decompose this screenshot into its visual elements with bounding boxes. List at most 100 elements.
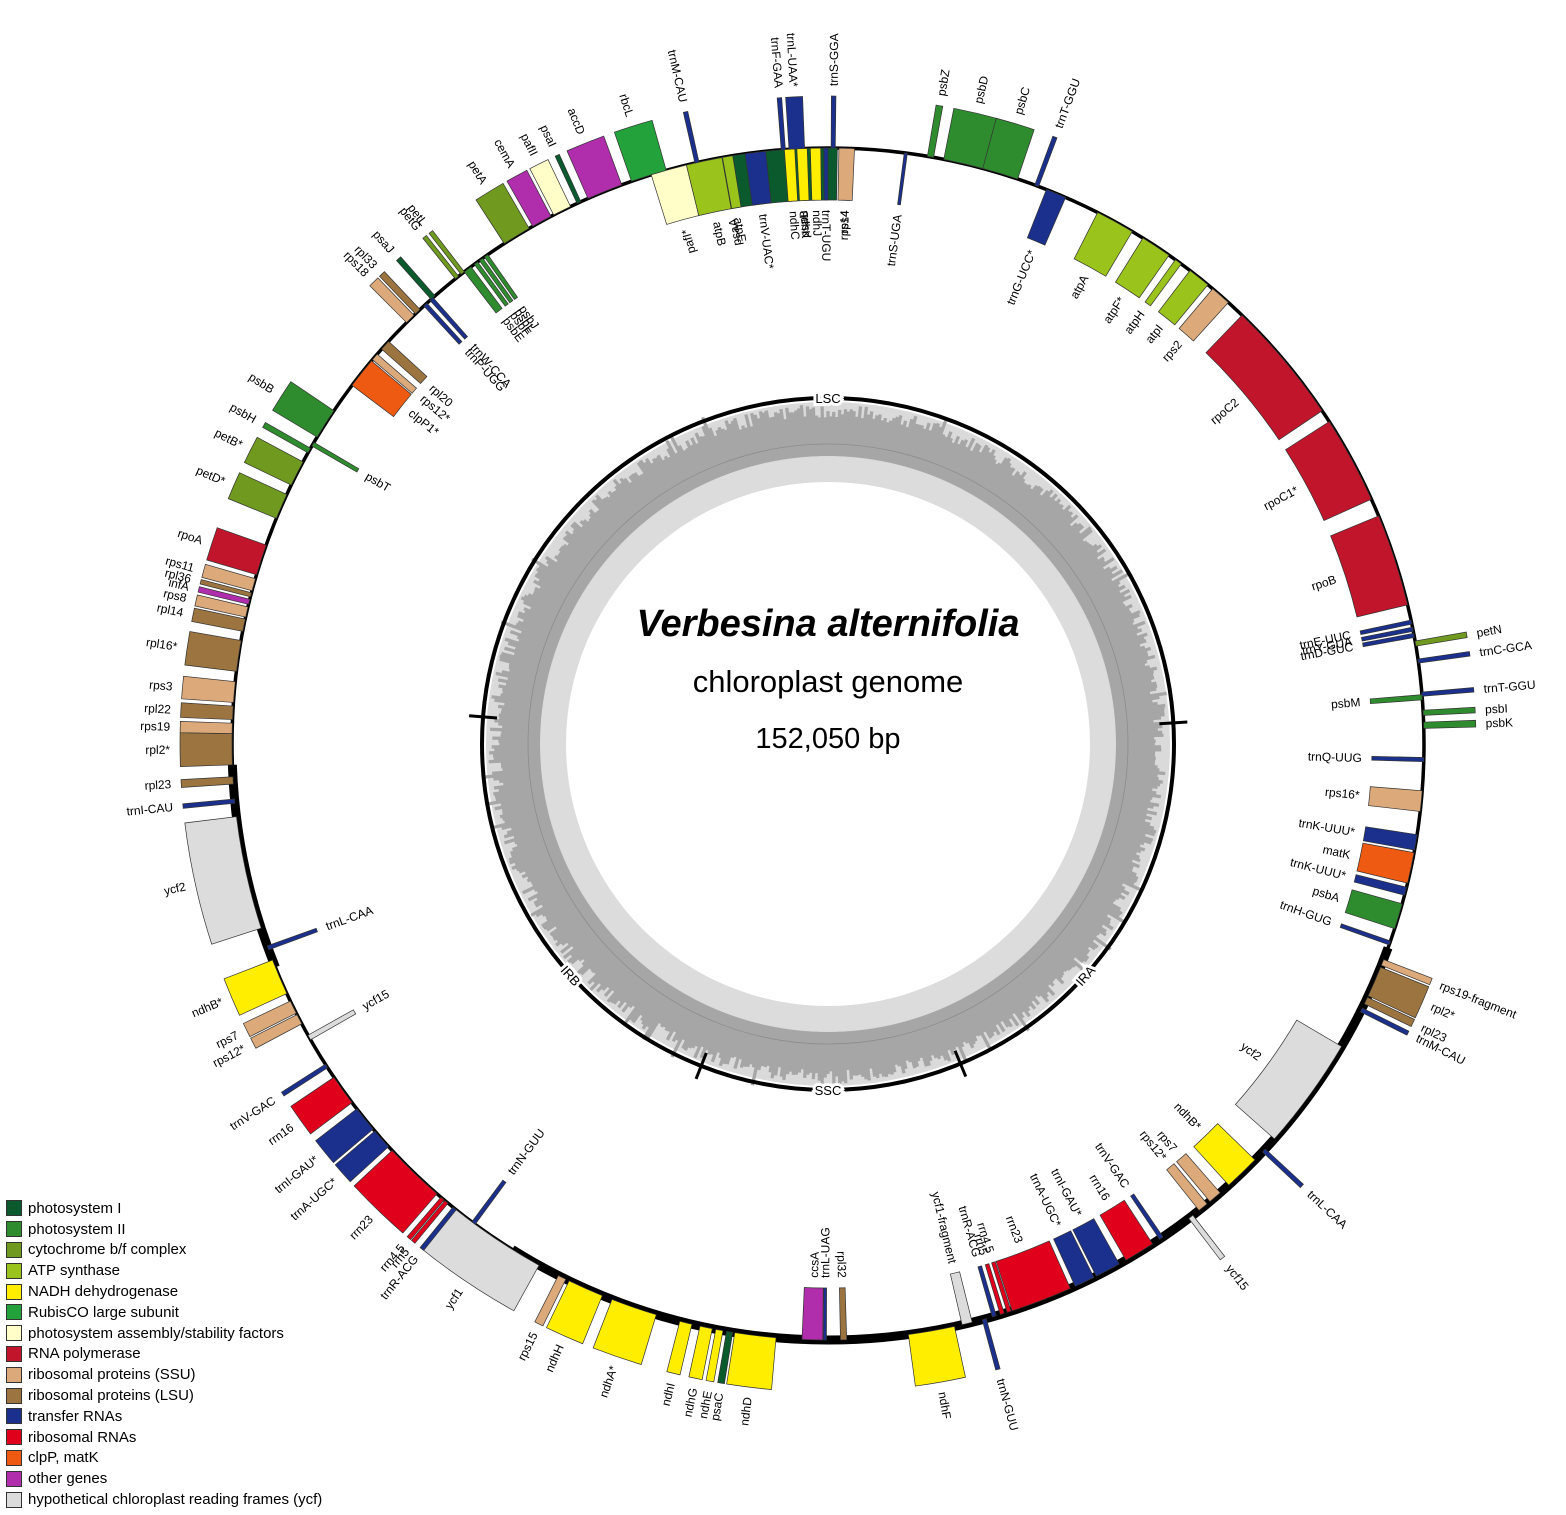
gc-spike [993, 473, 1022, 511]
gene-block [194, 594, 249, 618]
gene-block [1353, 874, 1407, 896]
gc-spike [1098, 628, 1143, 648]
gc-spike [682, 1002, 704, 1041]
gc-spike [1085, 871, 1130, 896]
gc-spike [1082, 875, 1126, 900]
gc-spike [551, 907, 594, 939]
gc-spike [1047, 531, 1081, 561]
legend-swatch [6, 1262, 22, 1279]
gc-spike [503, 777, 543, 786]
gc-spike [494, 698, 543, 709]
gene-block [949, 1271, 973, 1326]
gc-spike [539, 586, 576, 609]
gc-spike [799, 405, 808, 458]
gc-spike [1100, 833, 1146, 852]
gc-spike [667, 995, 690, 1033]
gc-spike [617, 968, 651, 1009]
legend-label: transfer RNAs [28, 1407, 123, 1425]
gc-spike [749, 1023, 763, 1065]
gene-label: trnK-UUU* [1298, 816, 1357, 839]
gc-spike [768, 417, 780, 461]
gc-spike [1109, 802, 1158, 816]
gc-spike [500, 620, 559, 645]
gene-block [478, 257, 514, 304]
gene-block [429, 297, 469, 340]
gc-spike [1034, 942, 1066, 974]
gc-spike [502, 764, 542, 772]
gene-label: ycf15 [1223, 1262, 1252, 1294]
gc-spike [538, 565, 584, 595]
gc-spike [490, 727, 541, 734]
gc-spike [612, 960, 641, 993]
gc-spike [558, 551, 595, 579]
gc-spike [670, 436, 699, 489]
gc-spike [983, 462, 1012, 504]
gc-spike [714, 435, 732, 474]
gc-spike [1114, 706, 1165, 716]
gc-spike [1109, 799, 1148, 811]
gc-spike [1108, 807, 1153, 821]
gc-spike [1053, 540, 1088, 568]
gc-content-ring [483, 402, 1170, 1091]
gc-spike [972, 991, 1001, 1036]
gc-spike [501, 799, 547, 812]
gc-spike [683, 1004, 708, 1051]
gc-spike [1025, 498, 1062, 537]
gene-block [410, 1200, 449, 1244]
gene-block [688, 1325, 713, 1381]
gc-spike [1007, 966, 1041, 1006]
gene-block [371, 353, 417, 394]
gc-spike [903, 1021, 920, 1068]
gc-spike [628, 973, 656, 1009]
gc-spike [498, 782, 544, 792]
gc-spike [566, 927, 609, 964]
gc-spike [770, 1027, 783, 1079]
gc-spike [666, 447, 693, 492]
gc-spike [846, 409, 854, 457]
gc-spike [556, 911, 596, 943]
gc-spike [560, 920, 603, 954]
gc-spike [570, 925, 607, 957]
gc-spike [685, 440, 708, 484]
gc-spike [1095, 848, 1141, 869]
gene-block [423, 302, 463, 345]
gc-spike [1106, 814, 1155, 830]
gc-spike [977, 462, 1002, 500]
gc-spike [498, 722, 541, 729]
gc-spike [789, 1029, 798, 1072]
gc-spike [629, 481, 656, 515]
gc-spike [724, 429, 741, 471]
gene-block [592, 1299, 657, 1365]
gc-spike [485, 792, 545, 806]
gene-block [378, 271, 421, 315]
gc-spike [1102, 644, 1141, 659]
gene-label: ndhH [542, 1342, 566, 1374]
gene-block [381, 340, 428, 385]
gc-spike [1097, 843, 1141, 863]
gc-spike [516, 831, 555, 847]
gene-block [181, 675, 236, 703]
gc-spike [1113, 777, 1161, 787]
gc-spike [510, 816, 551, 831]
gc-spike [1037, 939, 1072, 971]
gc-spike [1114, 716, 1162, 724]
gc-spike [791, 412, 800, 458]
gc-spike [1057, 543, 1093, 572]
gc-spike [541, 884, 579, 908]
gc-spike [1044, 931, 1076, 960]
gc-spike [881, 420, 893, 462]
gene-label: rpl36 [163, 566, 193, 586]
gene-label: pafII [518, 131, 541, 158]
gc-spike [1112, 691, 1167, 704]
gc-spike [641, 984, 673, 1030]
gene-label: trnT-UGU [819, 210, 833, 261]
gc-spike [520, 596, 569, 622]
legend-swatch [6, 1491, 22, 1508]
gc-spike [858, 406, 869, 459]
gc-spike [518, 638, 556, 655]
gc-spike [597, 509, 628, 540]
gene-block [1234, 1019, 1343, 1140]
gc-spike [538, 579, 579, 604]
gene-block [475, 182, 530, 245]
gc-spike [520, 630, 558, 648]
